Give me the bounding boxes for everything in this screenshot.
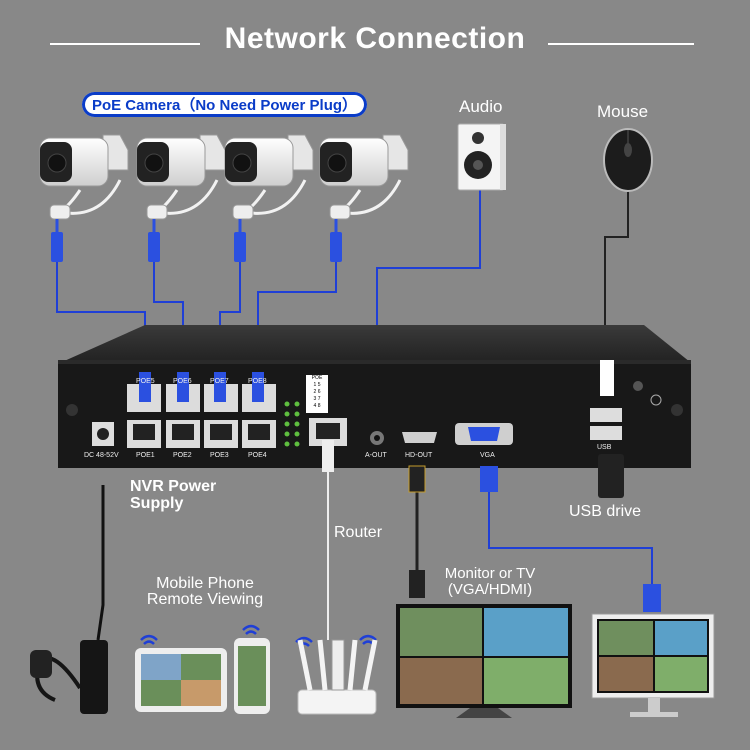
tablet-icon <box>135 648 227 712</box>
phone-icon <box>234 638 270 714</box>
port-label-poe3: POE3 <box>210 452 229 459</box>
power-adapter-icon <box>30 640 108 714</box>
vga-connector-icon <box>480 466 498 492</box>
poe-table: POE 1 5 2 6 3 7 4 8 <box>306 375 328 410</box>
wifi-icons <box>140 624 377 647</box>
usb-drive-icon <box>598 454 624 498</box>
poe-table-cell: 4 <box>313 403 317 409</box>
speaker-icon <box>457 123 506 191</box>
mouse-icon <box>603 128 653 192</box>
router-plug-icon <box>322 440 334 472</box>
vga-plug-icon <box>643 584 661 612</box>
hdmi-connector-icon <box>408 465 426 493</box>
nvr-power-label: NVR Power Supply <box>130 478 216 512</box>
poe-table-row: 2 6 <box>306 389 328 396</box>
poe-camera-badge: PoE Camera（No Need Power Plug） <box>82 92 367 117</box>
mobile-line2: Remote Viewing <box>146 591 264 608</box>
poe-table-cell: 6 <box>317 389 321 395</box>
nvr-device <box>58 325 691 468</box>
a-out-label: A-OUT <box>365 452 387 459</box>
poe-table-cell: 3 <box>313 396 317 402</box>
dc-label: DC 48-52V <box>84 452 119 459</box>
mouse-label: Mouse <box>597 102 649 121</box>
usb-drive-label: USB drive <box>569 503 642 520</box>
title-line-right <box>548 43 694 45</box>
poe-table-cell: 2 <box>313 389 317 395</box>
port-label-poe1: POE1 <box>136 452 155 459</box>
router-label: Router <box>334 524 383 541</box>
hdmi-plug-icon <box>409 570 425 598</box>
poe-table-header: POE <box>311 375 323 381</box>
nvr-power-line1: NVR Power <box>130 478 217 495</box>
monitor-icon <box>591 613 715 717</box>
poe-table-cell: 7 <box>317 396 321 402</box>
camera-3 <box>224 134 314 262</box>
usb-label: USB <box>597 444 612 451</box>
mouse-cable <box>604 185 629 365</box>
monitor-line1: Monitor or TV <box>444 565 536 582</box>
vga-label: VGA <box>480 452 495 459</box>
audio-label: Audio <box>459 97 503 116</box>
poe-table-cell: 5 <box>317 382 321 388</box>
hd-out-label: HD-OUT <box>405 452 433 459</box>
poe-camera-label: PoE Camera（No Need Power Plug） <box>91 97 358 114</box>
tv-icon <box>396 604 572 718</box>
title-line-left <box>50 43 200 45</box>
port-label-poe6: POE6 <box>173 378 192 385</box>
port-label-poe2: POE2 <box>173 452 192 459</box>
nvr-power-line2: Supply <box>130 495 184 512</box>
page-title: Network Connection <box>224 22 526 55</box>
monitor-label: Monitor or TV (VGA/HDMI) <box>440 566 540 598</box>
port-label-poe8: POE8 <box>248 378 267 385</box>
poe-table-row: 4 8 <box>306 403 328 410</box>
port-label-poe5: POE5 <box>136 378 155 385</box>
poe-table-row: 1 5 <box>306 382 328 389</box>
power-cable <box>96 485 105 641</box>
vga-cable <box>488 488 653 590</box>
poe-table-row: 3 7 <box>306 396 328 403</box>
camera-2 <box>136 134 226 262</box>
monitor-line2: (VGA/HDMI) <box>447 581 533 598</box>
mobile-label: Mobile Phone Remote Viewing <box>130 576 280 608</box>
mobile-line1: Mobile Phone <box>156 575 254 592</box>
poe-table-cell: 1 <box>313 382 317 388</box>
poe-table-cell: 8 <box>317 403 321 409</box>
port-label-poe4: POE4 <box>248 452 267 459</box>
camera-4 <box>319 134 409 262</box>
router-icon <box>297 639 378 715</box>
port-label-poe7: POE7 <box>210 378 229 385</box>
camera-1 <box>39 134 129 262</box>
